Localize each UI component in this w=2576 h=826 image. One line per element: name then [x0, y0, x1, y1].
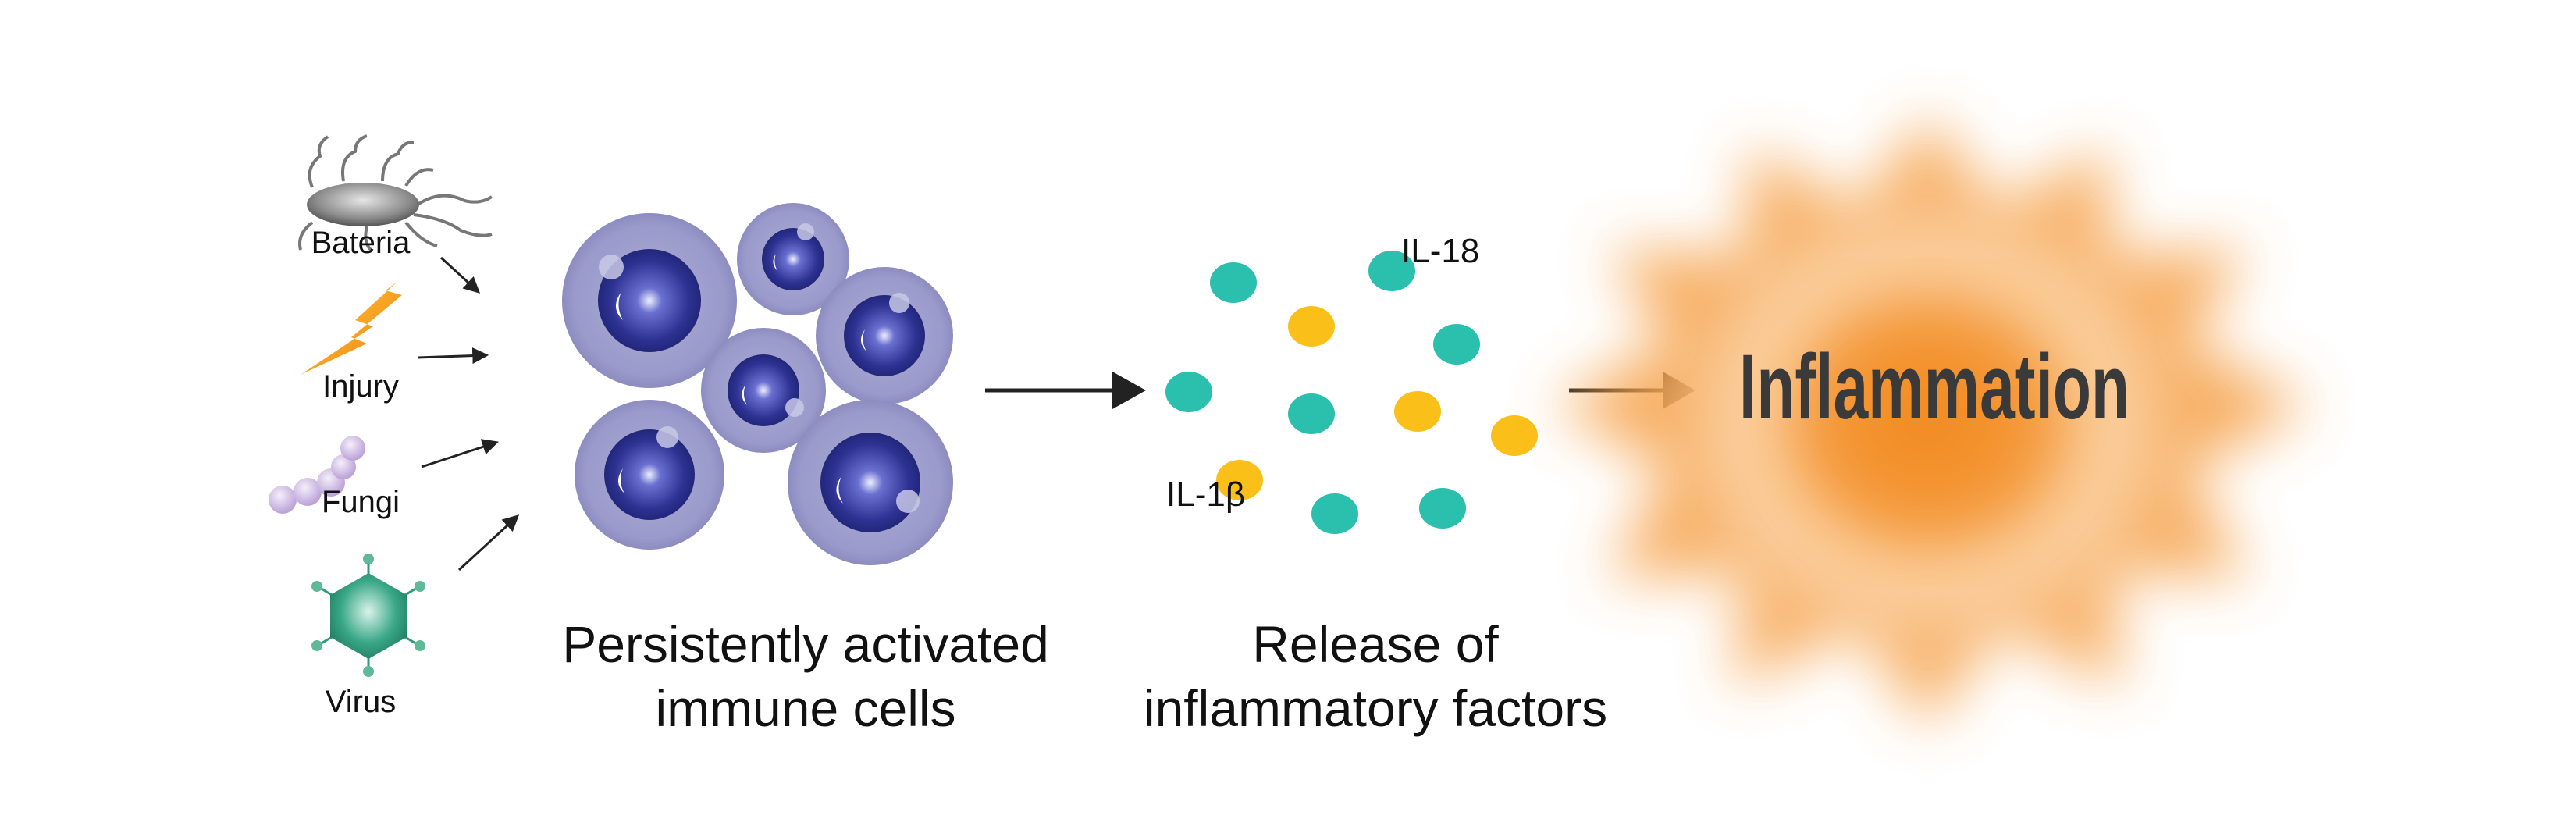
factor-dot	[1210, 262, 1257, 303]
fungi-label: Fungi	[322, 485, 400, 519]
virus-label: Virus	[326, 685, 396, 719]
factors-caption-line2: inflammatory factors	[1144, 679, 1607, 737]
factor-dot	[1288, 393, 1335, 434]
bacteria-label: Bateria	[311, 226, 411, 260]
lightning-icon	[301, 281, 402, 375]
virus-icon	[311, 554, 425, 677]
factor-dot	[1216, 460, 1263, 500]
bacteria-icon	[298, 134, 493, 251]
factor-dot	[1491, 415, 1538, 456]
factor-dot	[1288, 306, 1335, 347]
arrow-icon	[985, 372, 1146, 409]
immune-cell	[701, 328, 826, 453]
fungi-icon	[269, 436, 365, 514]
immune-cell	[575, 400, 724, 550]
immune-cells-cluster	[562, 203, 953, 565]
immune-cell	[562, 213, 737, 388]
il1b-label: IL-1β	[1166, 475, 1245, 514]
inflammatory-factors	[1165, 251, 1538, 534]
immune-cell	[737, 203, 849, 315]
inflammation-label: Inflammation	[1739, 336, 2129, 439]
immune-cell	[788, 400, 953, 565]
immune-cells-caption-line1: Persistently activated	[562, 615, 1049, 673]
factor-dot	[1419, 488, 1466, 529]
immune-cells-caption-line2: immune cells	[655, 679, 955, 737]
inflammation-burst	[1553, 117, 2311, 726]
factor-dot	[1394, 391, 1441, 432]
factor-dot	[1368, 251, 1415, 291]
immune-cell	[816, 267, 953, 404]
factor-dot	[1433, 324, 1480, 365]
il18-label: IL-18	[1401, 232, 1479, 270]
factors-caption-line1: Release of	[1252, 615, 1499, 673]
injury-label: Injury	[322, 369, 399, 404]
factor-dot	[1311, 493, 1358, 534]
arrow-icon	[417, 256, 520, 571]
factor-dot	[1165, 372, 1212, 412]
